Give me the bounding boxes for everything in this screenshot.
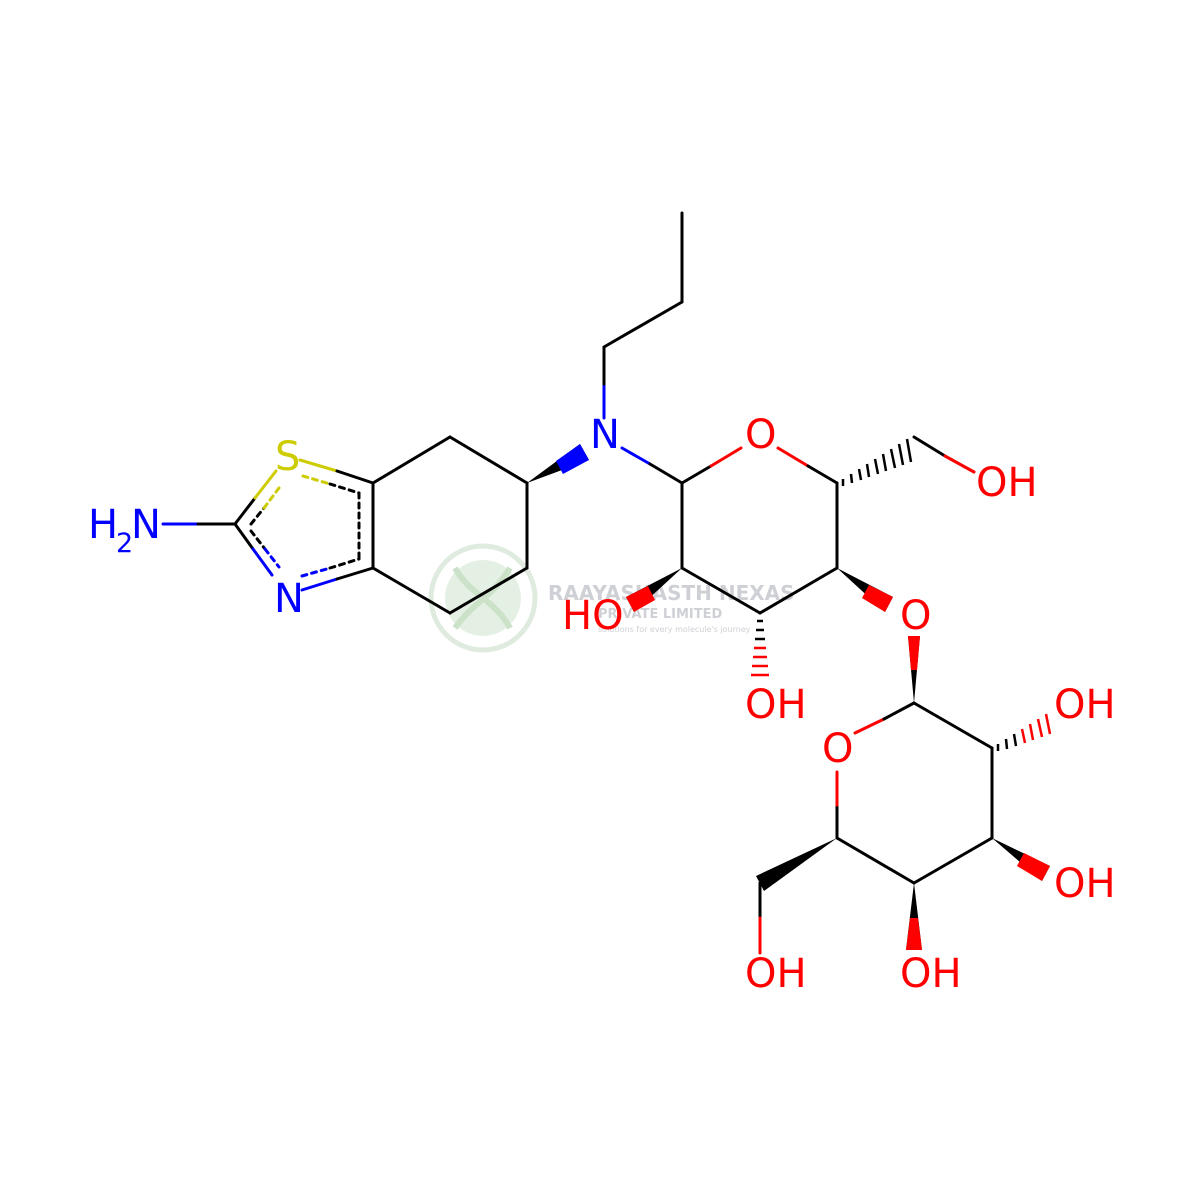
bond-c7-c6 (448, 435, 529, 485)
bond-n3-c3a-b (335, 566, 375, 581)
bond-c2-s (233, 496, 257, 526)
dna-leaf-logo-icon (428, 543, 538, 653)
bond-n-c1 (620, 446, 652, 466)
atom-nh2-subscript: 2 (116, 528, 133, 559)
watermark-name: RAAYASHASTH NEXAS (548, 581, 795, 605)
atom-nh2-h: H (88, 502, 118, 548)
watermark: RAAYASHASTH NEXAS PRIVATE LIMITED soluti… (428, 543, 795, 653)
atom-ring-n: N (274, 576, 304, 622)
bond-c2-n3-b (251, 547, 274, 577)
wedge-c5b-ch2 (756, 838, 837, 891)
atom-ho-c2: HO (562, 593, 624, 639)
atom-amine-n: N (590, 412, 620, 458)
atom-nh2-n: N (131, 502, 161, 548)
atom-pyranose-o-1: O (745, 412, 776, 458)
bond-o5b-c1b (853, 717, 886, 735)
watermark-line2: PRIVATE LIMITED (598, 607, 723, 622)
bond-n-c1-b (648, 462, 684, 485)
atom-oh-c: OH (900, 951, 962, 997)
bond-s-c7a-arom (301, 474, 332, 486)
atom-oh-d: OH (745, 951, 807, 997)
bond-propyl-1 (602, 300, 684, 349)
bond-c4-c3a (371, 566, 452, 615)
atom-glycosidic-o: O (900, 593, 931, 639)
bond-c4-c3 (758, 566, 839, 615)
watermark-tagline: solutions for every molecule's journey (598, 625, 751, 634)
hash-c5-ch2 (841, 438, 913, 486)
bond-o5-c5-b (806, 464, 839, 485)
bond-o5b-c1b-b (882, 701, 916, 721)
bond-c2-n3-arom (249, 529, 267, 551)
atom-oh-a: OH (1054, 682, 1116, 728)
bonds-propyl-sugar (602, 211, 994, 955)
hash-c3-oh (751, 619, 769, 677)
atom-oh-c6: OH (976, 460, 1038, 506)
bond-c1-o5 (680, 464, 713, 485)
bond-c1-o5-b (709, 446, 743, 468)
bond-o5-c5 (776, 446, 810, 468)
bond-n3-c3a-arom (300, 566, 332, 578)
bond-c2-s-arom (249, 506, 266, 526)
bond-c5-c4 (448, 566, 529, 615)
bond-c1b-c2b (912, 701, 994, 750)
bond-c2-s-b (253, 469, 278, 500)
wedge-c6-n-b (556, 444, 589, 474)
bond-c2-s-arom-b (262, 482, 284, 510)
atom-pyranose-o-2: O (822, 726, 853, 772)
wedge-glyO-c1b-b (908, 636, 920, 670)
bond-c3b-c4b (912, 836, 994, 885)
bond-c4b-c5b (835, 836, 916, 885)
bond-c7a-c7 (371, 435, 452, 485)
bond-s-c7a-b (335, 469, 375, 485)
bond-s-c7a-arom-b (328, 482, 361, 495)
bond-n3-c3a-arom-b (328, 557, 361, 570)
wedge-c4-glyO-b (862, 585, 893, 612)
bond-s-c7a (298, 458, 339, 473)
wedge-c3b-oh-b (1017, 853, 1050, 881)
bond-n3-c3a (300, 577, 339, 592)
bond-c2-n3 (233, 522, 255, 551)
atom-oh-c3: OH (745, 682, 807, 728)
wedge-c4b-oh-b (906, 918, 922, 950)
bond-ch2-oh-b (943, 454, 976, 474)
bond-c2-n3-arom-b (263, 547, 281, 569)
atom-oh-b: OH (1054, 861, 1116, 907)
bond-c3-c2 (680, 566, 762, 615)
wedge-c2-ho-b (626, 586, 655, 612)
bond-ch2-oh (912, 435, 947, 458)
hash-c2b-oh (996, 713, 1052, 751)
bonds-benzothiazole (161, 435, 529, 615)
atom-labels: H 2 N S N N O OH HO OH O O OH OH OH OH (88, 412, 1116, 997)
atom-ring-s: S (275, 434, 300, 480)
